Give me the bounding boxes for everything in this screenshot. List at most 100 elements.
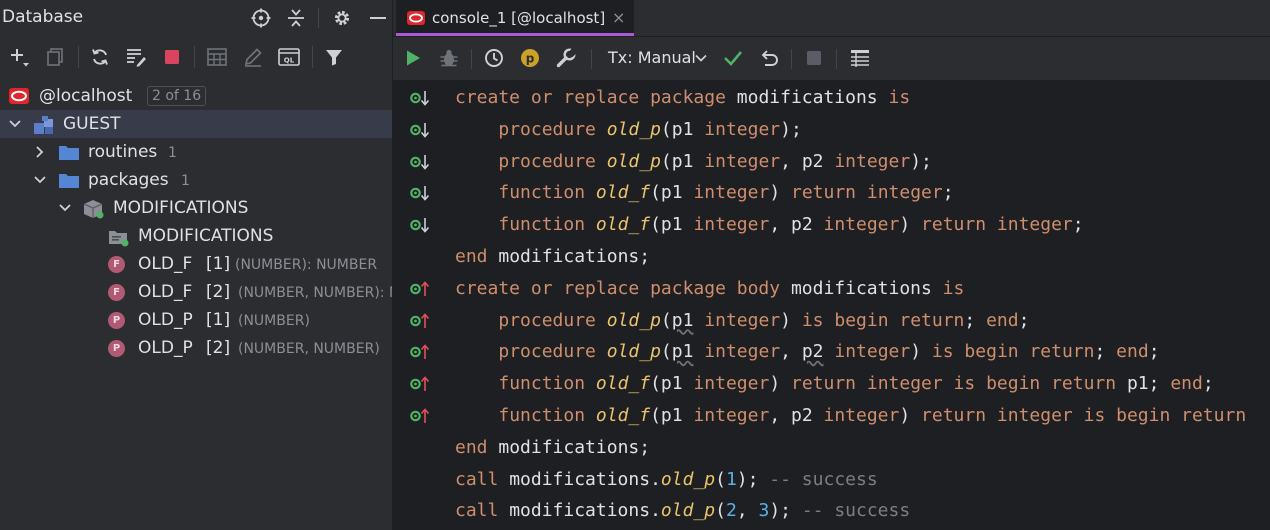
code-token: is begin return bbox=[801, 309, 965, 331]
commit-icon[interactable] bbox=[721, 46, 745, 70]
code-line[interactable]: call modifications.old_p(1); -- success bbox=[393, 465, 1270, 495]
database-panel-header: Database bbox=[0, 0, 392, 36]
tree-package-body-modifications[interactable]: MODIFICATIONS bbox=[0, 222, 392, 250]
chevron-down-icon[interactable] bbox=[32, 171, 48, 189]
query-console-icon[interactable]: QL bbox=[277, 45, 301, 69]
implementing-arrow-up-icon[interactable] bbox=[410, 280, 432, 298]
add-icon[interactable] bbox=[7, 45, 31, 69]
edit-icon[interactable] bbox=[241, 45, 265, 69]
code-token: , bbox=[780, 341, 802, 363]
tab-console[interactable]: console_1 [@localhost] × bbox=[396, 0, 634, 36]
stop-icon[interactable] bbox=[802, 46, 826, 70]
implemented-arrow-down-icon[interactable] bbox=[410, 89, 432, 107]
code-token: , p2 bbox=[780, 150, 835, 172]
locate-icon[interactable] bbox=[249, 6, 273, 30]
code-line[interactable]: procedure old_p(p1 integer) is begin ret… bbox=[393, 306, 1270, 336]
folder-icon bbox=[58, 171, 79, 189]
wrench-icon[interactable] bbox=[554, 46, 578, 70]
tree-package-modifications[interactable]: MODIFICATIONS bbox=[0, 194, 392, 222]
run-icon[interactable] bbox=[401, 46, 425, 70]
code-token: ); bbox=[780, 118, 802, 140]
gear-icon[interactable] bbox=[330, 6, 354, 30]
code-token: ); bbox=[769, 500, 802, 522]
code-line[interactable]: call modifications.old_p(2, 3); -- succe… bbox=[393, 496, 1270, 526]
code-token: integer bbox=[704, 118, 781, 140]
code-text: end modifications; bbox=[455, 437, 650, 458]
code-token: integer bbox=[693, 214, 770, 236]
code-text: function old_f(p1 integer, p2 integer) r… bbox=[455, 214, 1083, 236]
code-token: ; bbox=[1018, 309, 1030, 331]
tree-schema-guest[interactable]: GUEST bbox=[0, 110, 392, 138]
tree-connection-localhost[interactable]: @localhost 2 of 16 bbox=[0, 82, 392, 110]
implementing-arrow-up-icon[interactable] bbox=[410, 407, 432, 425]
tree-member[interactable]: P OLD_P [2] (NUMBER, NUMBER) bbox=[0, 334, 392, 362]
code-line[interactable]: procedure old_p(p1 integer, p2 integer) … bbox=[393, 337, 1270, 367]
tree-member[interactable]: F OLD_F [2] (NUMBER, NUMBER): NUMBER bbox=[0, 278, 450, 306]
implemented-arrow-down-icon[interactable] bbox=[410, 184, 432, 202]
code-token: modifications; bbox=[498, 246, 651, 267]
stop-icon[interactable] bbox=[160, 45, 184, 69]
history-icon[interactable] bbox=[482, 46, 506, 70]
implemented-arrow-down-icon[interactable] bbox=[410, 216, 432, 234]
schema-manage-icon[interactable] bbox=[124, 45, 148, 69]
code-line[interactable]: function old_f(p1 integer) return intege… bbox=[393, 178, 1270, 208]
code-token: , p2 bbox=[769, 214, 824, 236]
parameters-icon[interactable]: p bbox=[518, 46, 542, 70]
code-token: integer bbox=[823, 405, 900, 426]
code-line[interactable]: procedure old_p(p1 integer, p2 integer); bbox=[393, 147, 1270, 177]
filter-icon[interactable] bbox=[322, 45, 346, 69]
code-line[interactable]: function old_f(p1 integer, p2 integer) r… bbox=[393, 210, 1270, 240]
tree-folder-packages[interactable]: packages 1 bbox=[0, 166, 392, 194]
tree-member[interactable]: F OLD_F [1] (NUMBER): NUMBER bbox=[0, 250, 392, 278]
code-token: return integer bbox=[791, 182, 943, 204]
code-line[interactable]: create or replace package body modificat… bbox=[393, 274, 1270, 304]
collapse-all-icon[interactable] bbox=[284, 6, 308, 30]
code-line[interactable]: function old_f(p1 integer) return intege… bbox=[393, 369, 1270, 399]
implementing-arrow-up-icon[interactable] bbox=[410, 343, 432, 361]
code-line[interactable]: end modifications; bbox=[393, 433, 1270, 463]
code-token: call bbox=[455, 500, 510, 522]
duplicate-icon[interactable] bbox=[43, 45, 67, 69]
code-token: modifications. bbox=[509, 500, 661, 522]
rollback-icon[interactable] bbox=[757, 46, 781, 70]
chevron-down-icon[interactable] bbox=[689, 46, 713, 70]
code-token: end bbox=[986, 309, 1019, 331]
minimize-icon[interactable] bbox=[366, 6, 390, 30]
code-token: p1; bbox=[1126, 373, 1171, 395]
transaction-mode-dropdown[interactable]: Tx: Manual bbox=[608, 48, 696, 67]
panel-divider[interactable] bbox=[392, 0, 393, 530]
code-line[interactable]: end modifications; bbox=[393, 242, 1270, 272]
code-token: end bbox=[455, 246, 499, 267]
chevron-right-icon[interactable] bbox=[32, 143, 48, 161]
toolbar-separator bbox=[836, 49, 837, 69]
code-editor[interactable]: create or replace package modifications … bbox=[393, 80, 1270, 530]
code-text: procedure old_p(p1 integer) is begin ret… bbox=[455, 310, 1029, 331]
code-token bbox=[455, 310, 498, 331]
code-line[interactable]: procedure old_p(p1 integer); bbox=[393, 115, 1270, 145]
table-icon[interactable] bbox=[205, 45, 229, 69]
close-icon[interactable]: × bbox=[612, 8, 626, 27]
debug-icon[interactable] bbox=[437, 46, 461, 70]
output-layout-icon[interactable] bbox=[848, 46, 872, 70]
code-token: old_p bbox=[606, 341, 661, 363]
chevron-down-icon[interactable] bbox=[7, 115, 23, 133]
tree-folder-routines[interactable]: routines 1 bbox=[0, 138, 392, 166]
implemented-arrow-down-icon[interactable] bbox=[410, 153, 432, 171]
code-token: ) bbox=[910, 341, 932, 363]
code-line[interactable]: function old_f(p1 integer, p2 integer) r… bbox=[393, 401, 1270, 431]
code-token: modifications bbox=[790, 277, 943, 299]
implementing-arrow-up-icon[interactable] bbox=[410, 312, 432, 330]
implementing-arrow-up-icon[interactable] bbox=[410, 375, 432, 393]
chevron-down-icon[interactable] bbox=[57, 199, 73, 217]
tree-member[interactable]: P OLD_P [1] (NUMBER) bbox=[0, 306, 392, 334]
member-name: OLD_P bbox=[138, 338, 193, 358]
code-token: function bbox=[498, 182, 596, 204]
code-token: ; bbox=[942, 182, 954, 204]
package-label: MODIFICATIONS bbox=[113, 198, 249, 218]
code-text: call modifications.old_p(1); -- success bbox=[455, 469, 878, 490]
implemented-arrow-down-icon[interactable] bbox=[410, 121, 432, 139]
code-line[interactable]: create or replace package modifications … bbox=[393, 83, 1270, 113]
code-text: function old_f(p1 integer) return intege… bbox=[455, 373, 1213, 395]
refresh-icon[interactable] bbox=[88, 45, 112, 69]
code-token: , p2 bbox=[769, 405, 824, 426]
